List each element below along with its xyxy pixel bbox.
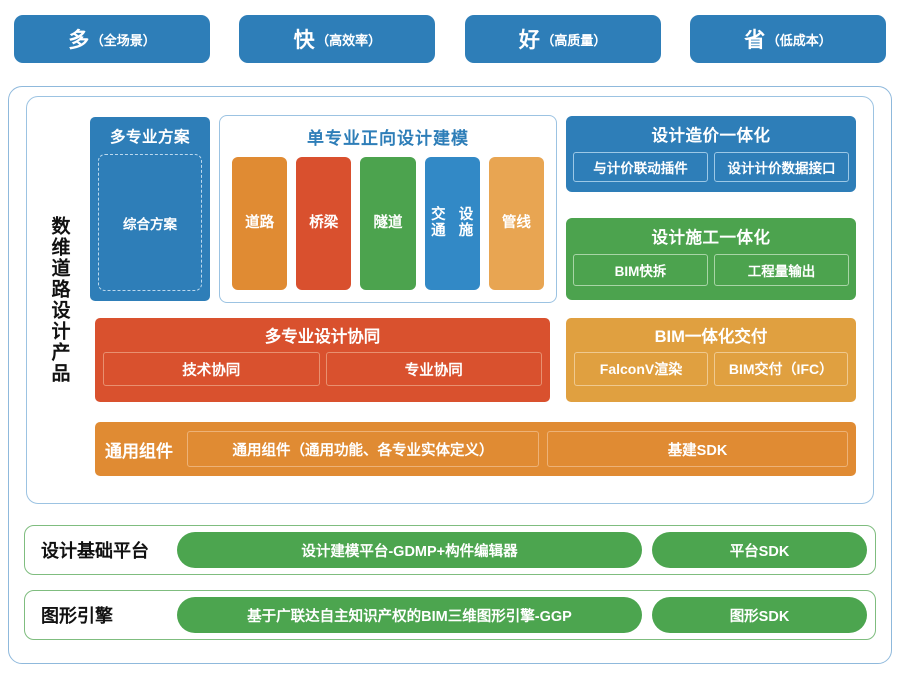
bim-delivery-items: FalconV渲染 BIM交付（IFC） bbox=[574, 352, 848, 386]
discipline-chip-road[interactable]: 道路 bbox=[232, 157, 288, 290]
slogan-1-sub: （高效率） bbox=[316, 32, 382, 48]
product-vertical-label: 数维道路设计产品 bbox=[48, 216, 70, 384]
construction-item-bim-quick-split[interactable]: BIM快拆 bbox=[573, 254, 708, 286]
discipline-chip-pipeline[interactable]: 管线 bbox=[488, 157, 545, 290]
design-platform-label: 设计基础平台 bbox=[41, 541, 149, 561]
multi-scheme-panel[interactable]: 多专业方案 综合方案 bbox=[90, 117, 210, 301]
bim-item-ifc-delivery[interactable]: BIM交付（IFC） bbox=[714, 352, 848, 386]
construction-integration-items: BIM快拆 工程量输出 bbox=[573, 254, 849, 286]
slogan-2-sub: （高质量） bbox=[541, 32, 607, 48]
discipline-chip-traffic-facility[interactable]: 交通设施 bbox=[424, 157, 480, 290]
collaboration-items: 技术协同 专业协同 bbox=[103, 352, 542, 386]
common-components-band: 通用组件 通用组件（通用功能、各专业实体定义） 基建SDK bbox=[95, 422, 856, 476]
slogan-3-sub: （低成本） bbox=[766, 32, 832, 48]
slogan-0-big: 多 bbox=[68, 29, 90, 52]
design-platform-main-pill[interactable]: 设计建模平台-GDMP+构件编辑器 bbox=[177, 532, 642, 568]
slogan-1-big: 快 bbox=[293, 29, 316, 52]
construction-item-quantity-output[interactable]: 工程量输出 bbox=[714, 254, 849, 286]
single-modeling-title: 单专业正向设计建模 bbox=[307, 129, 469, 148]
slogan-button-0[interactable]: 多 （全场景） bbox=[14, 15, 210, 63]
cost-item-pricing-plugin[interactable]: 与计价联动插件 bbox=[573, 152, 708, 182]
bim-delivery-band: BIM一体化交付 FalconV渲染 BIM交付（IFC） bbox=[566, 318, 856, 402]
bim-item-falconv-render[interactable]: FalconV渲染 bbox=[574, 352, 708, 386]
cost-integration-panel: 设计造价一体化 与计价联动插件 设计计价数据接口 bbox=[566, 116, 856, 192]
collaboration-item-professional[interactable]: 专业协同 bbox=[325, 352, 542, 386]
collaboration-band: 多专业设计协同 技术协同 专业协同 bbox=[95, 318, 550, 402]
collaboration-item-technical[interactable]: 技术协同 bbox=[103, 352, 320, 386]
collaboration-title: 多专业设计协同 bbox=[264, 328, 381, 346]
cost-integration-items: 与计价联动插件 设计计价数据接口 bbox=[573, 152, 849, 182]
discipline-chip-row: 道路 桥梁 隧道 交通设施 管线 bbox=[232, 157, 545, 290]
graphics-engine-main-pill[interactable]: 基于广联达自主知识产权的BIM三维图形引擎-GGP bbox=[177, 597, 642, 633]
discipline-chip-bridge[interactable]: 桥梁 bbox=[296, 157, 352, 290]
construction-integration-panel: 设计施工一体化 BIM快拆 工程量输出 bbox=[566, 218, 856, 300]
slogan-2-big: 好 bbox=[518, 29, 541, 52]
common-components-item-infra-sdk[interactable]: 基建SDK bbox=[547, 431, 848, 467]
design-platform-row: 设计基础平台 设计建模平台-GDMP+构件编辑器 平台SDK bbox=[24, 525, 876, 575]
design-platform-sdk-pill[interactable]: 平台SDK bbox=[652, 532, 867, 568]
cost-item-pricing-data-interface[interactable]: 设计计价数据接口 bbox=[714, 152, 849, 182]
graphics-engine-sdk-pill[interactable]: 图形SDK bbox=[652, 597, 867, 633]
graphics-engine-row: 图形引擎 基于广联达自主知识产权的BIM三维图形引擎-GGP 图形SDK bbox=[24, 590, 876, 640]
slogan-0-sub: （全场景） bbox=[90, 32, 156, 48]
slogan-row: 多 （全场景） 快 （高效率） 好 （高质量） 省 （低成本） bbox=[0, 0, 900, 78]
cost-integration-title: 设计造价一体化 bbox=[651, 127, 771, 145]
bim-delivery-title: BIM一体化交付 bbox=[654, 328, 768, 346]
slogan-button-3[interactable]: 省 （低成本） bbox=[689, 15, 886, 63]
multi-scheme-dashed-item[interactable]: 综合方案 bbox=[98, 154, 202, 291]
common-components-label: 通用组件 bbox=[105, 441, 173, 461]
construction-integration-title: 设计施工一体化 bbox=[651, 229, 771, 247]
slogan-button-2[interactable]: 好 （高质量） bbox=[464, 15, 661, 63]
single-modeling-panel: 单专业正向设计建模 道路 桥梁 隧道 交通设施 管线 bbox=[219, 115, 557, 303]
common-components-item-general[interactable]: 通用组件（通用功能、各专业实体定义） bbox=[187, 431, 539, 467]
graphics-engine-label: 图形引擎 bbox=[41, 606, 113, 626]
slogan-button-1[interactable]: 快 （高效率） bbox=[239, 15, 436, 63]
multi-scheme-title: 多专业方案 bbox=[109, 129, 190, 146]
discipline-chip-tunnel[interactable]: 隧道 bbox=[360, 157, 416, 290]
slogan-3-big: 省 bbox=[744, 29, 766, 52]
